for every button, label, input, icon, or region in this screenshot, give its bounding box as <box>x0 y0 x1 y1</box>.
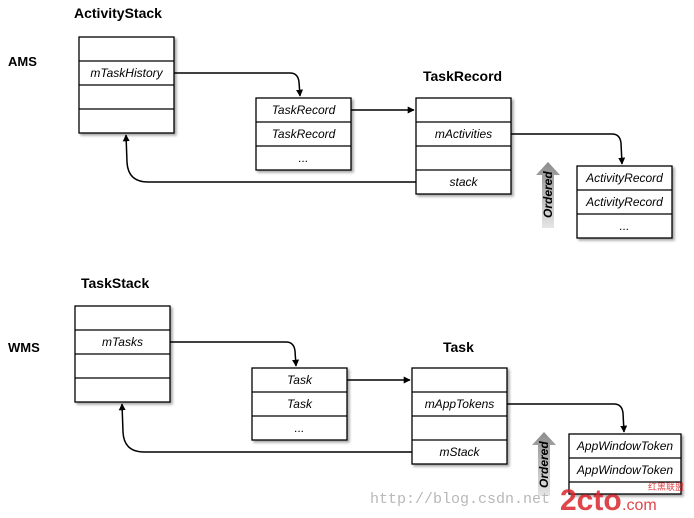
wms-tasks-to-list-connector <box>170 341 300 367</box>
m-activities-field: mActivities <box>435 127 492 141</box>
ams-stack-back-connector <box>122 134 416 183</box>
m-app-tokens-field: mAppTokens <box>425 397 495 411</box>
watermark-logo-caption: 红黑联盟 <box>648 481 684 493</box>
wms-ordered-label: Ordered <box>537 441 551 488</box>
m-task-history-field: mTaskHistory <box>90 66 163 80</box>
ams-ordered-arrow-icon <box>536 162 560 228</box>
task-record-list-item: TaskRecord <box>272 127 336 141</box>
task-list-item: ... <box>294 421 304 435</box>
activity-record-list-box <box>576 165 673 239</box>
watermark-logo-text: 2cto <box>560 484 622 517</box>
app-window-token-list-item: AppWindowToken <box>576 463 674 477</box>
ams-history-to-list-connector <box>174 72 304 97</box>
m-tasks-field: mTasks <box>102 335 143 349</box>
watermark-logo-suffix: .com <box>622 497 657 514</box>
wms-tokens-to-token-connector <box>507 403 628 433</box>
activity-record-list-item: ActivityRecord <box>585 195 663 209</box>
activity-record-list-item: ... <box>619 219 629 233</box>
activity-record-list-item: ActivityRecord <box>585 171 663 185</box>
task-list-item: Task <box>287 397 313 411</box>
task-list-box <box>251 367 348 441</box>
watermark-logo: 2cto .com 红黑联盟 <box>560 481 684 517</box>
stack-field: stack <box>449 175 478 189</box>
ams-ordered-label: Ordered <box>541 171 555 218</box>
task-list-item: Task <box>287 373 313 387</box>
activity-stack-title: ActivityStack <box>74 5 162 21</box>
task-record-title: TaskRecord <box>423 68 502 84</box>
task-record-list-item: TaskRecord <box>272 103 336 117</box>
wms-ordered-arrow-icon <box>532 432 556 496</box>
ams-activities-to-record-connector <box>511 133 626 165</box>
task-record-list-item: ... <box>298 151 308 165</box>
task-stack-title: TaskStack <box>81 275 149 291</box>
task-title: Task <box>443 339 474 355</box>
ams-label: AMS <box>8 54 37 69</box>
m-stack-field: mStack <box>439 445 480 459</box>
wms-mstack-back-connector <box>118 403 412 453</box>
app-window-token-list-box <box>568 433 682 495</box>
task-record-list-box <box>255 97 352 171</box>
watermark-url: http://blog.csdn.net <box>370 491 550 508</box>
app-window-token-list-item: AppWindowToken <box>576 439 674 453</box>
wms-label: WMS <box>8 340 40 355</box>
